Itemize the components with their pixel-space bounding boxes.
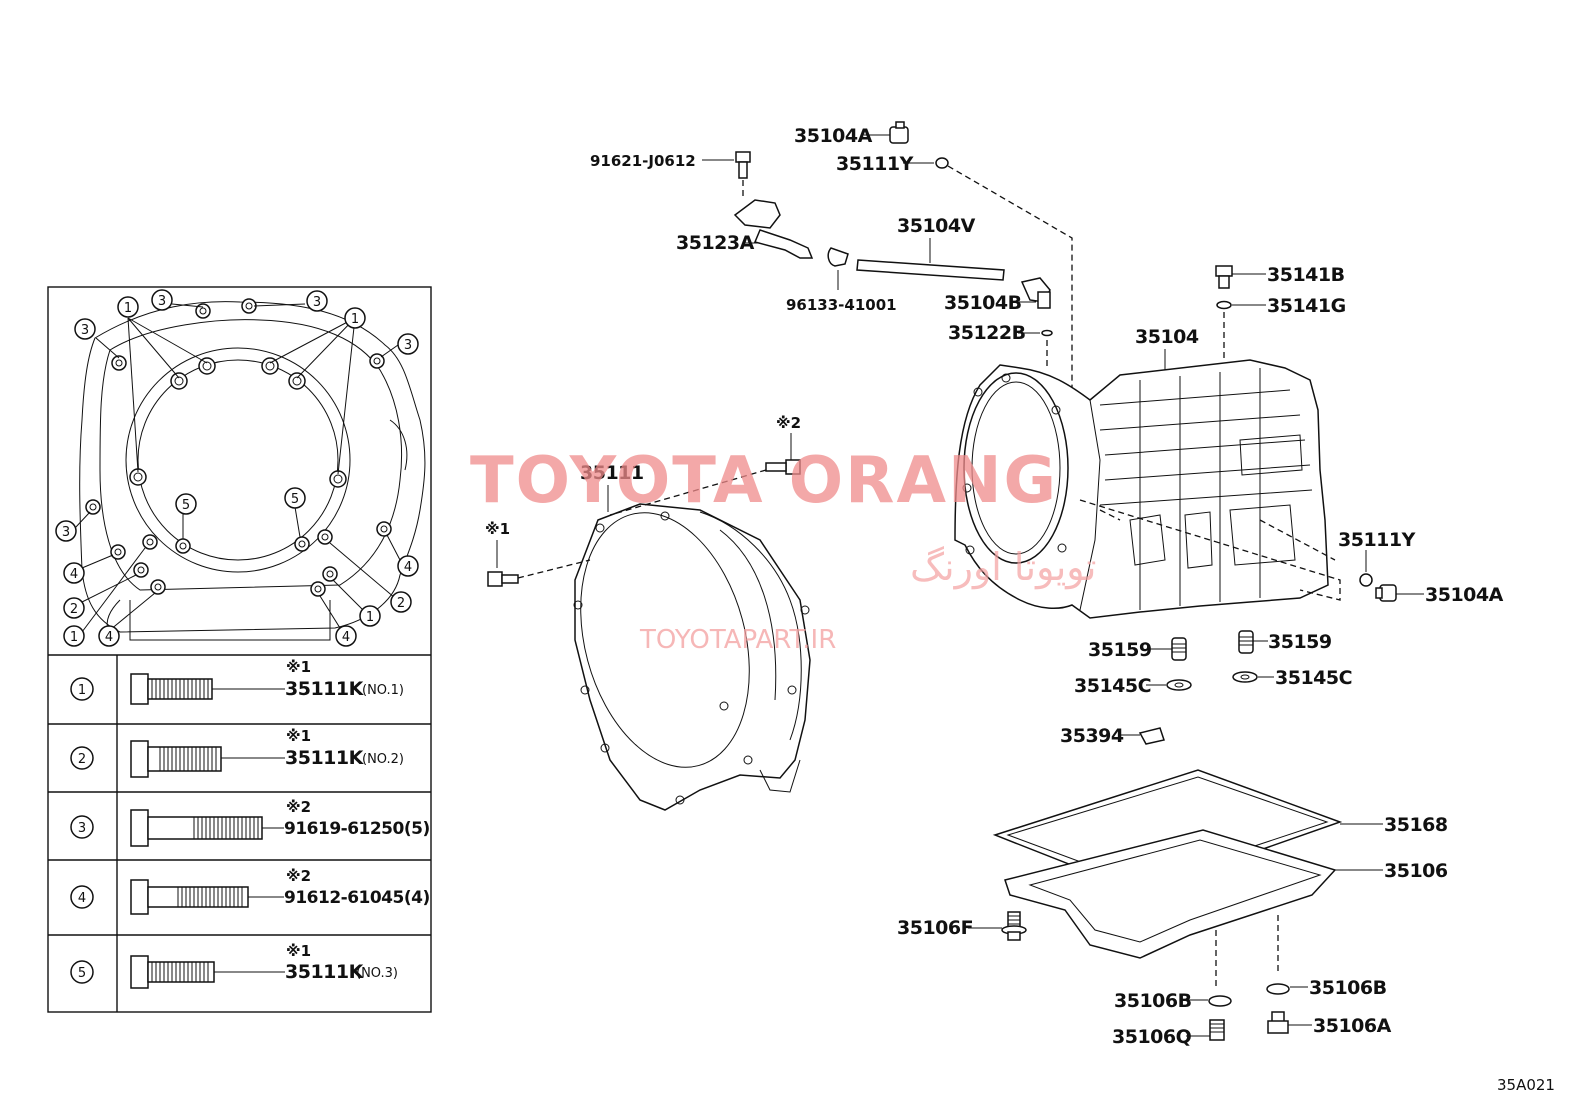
callout-35104A-top: 35104A	[794, 125, 873, 147]
callout-96133-41001: 96133-41001	[786, 296, 897, 314]
callout-35141G: 35141G	[1267, 295, 1346, 317]
callout-35106B-left: 35106B	[1114, 990, 1192, 1012]
callout-35106: 35106	[1384, 860, 1448, 882]
watermark: TOYOTA ORANG تویوتا اورنگ TOYOTAPART.IR	[470, 444, 1097, 655]
bolt-row-2: 2 ※1 35111K (NO.2)	[70, 727, 404, 778]
svg-text:4: 4	[78, 891, 86, 906]
svg-text:3: 3	[81, 323, 89, 338]
svg-text:91612-61045(4): 91612-61045(4)	[284, 888, 430, 908]
callout-35123A: 35123A	[676, 232, 755, 254]
svg-text:1: 1	[366, 610, 374, 625]
oil-cooler-fittings: 35104A 35111Y 91621-J0612 35123A 96133-4…	[590, 121, 1073, 415]
bolt-row-3: 3 ※2 91619-61250(5)	[70, 798, 430, 847]
callout-35168: 35168	[1384, 814, 1448, 836]
svg-text:(NO.2): (NO.2)	[362, 752, 404, 767]
svg-text:3: 3	[404, 338, 412, 353]
svg-text:4: 4	[404, 560, 412, 575]
callout-35111Y-top: 35111Y	[836, 153, 914, 175]
callout-35145C-right: 35145C	[1275, 667, 1352, 689]
bolt-row-1: 1 ※1 35111K (NO.1)	[70, 658, 404, 705]
svg-text:2: 2	[397, 596, 405, 611]
callout-35106B-right: 35106B	[1309, 977, 1387, 999]
callout-35104B: 35104B	[944, 292, 1022, 314]
svg-text:2: 2	[78, 752, 86, 767]
watermark-brand: TOYOTA ORANG	[470, 444, 1058, 518]
svg-text:3: 3	[78, 821, 86, 836]
callout-35159-right: 35159	[1268, 631, 1332, 653]
converter-housing: 35111 ※2 ※1	[485, 414, 811, 811]
svg-text:35111K: 35111K	[285, 961, 365, 983]
callout-35122B: 35122B	[948, 322, 1026, 344]
svg-text:35111K: 35111K	[285, 747, 365, 769]
svg-text:※2: ※2	[286, 798, 311, 816]
callout-35106F: 35106F	[897, 917, 973, 939]
svg-text:3: 3	[313, 295, 321, 310]
svg-text:1: 1	[351, 312, 359, 327]
callout-91621-J0612: 91621-J0612	[590, 152, 696, 170]
svg-text:1: 1	[78, 683, 86, 698]
svg-text:3: 3	[62, 525, 70, 540]
bolt-table: 1 ※1 35111K (NO.1) 2 ※1 35111K (NO.2)	[70, 658, 430, 989]
bolt-row-5: 5 ※1 35111K (NO.3)	[70, 942, 398, 989]
svg-text:4: 4	[342, 630, 350, 645]
svg-text:1: 1	[124, 301, 132, 316]
svg-text:35111K: 35111K	[285, 678, 365, 700]
svg-text:※1: ※1	[286, 727, 311, 745]
svg-text:5: 5	[182, 498, 190, 513]
callout-35106Q: 35106Q	[1112, 1026, 1192, 1048]
mark-1-label: ※1	[485, 520, 510, 538]
svg-text:※1: ※1	[286, 658, 311, 676]
callout-35106A: 35106A	[1313, 1015, 1392, 1037]
watermark-site: TOYOTAPART.IR	[639, 625, 836, 655]
svg-text:4: 4	[105, 630, 113, 645]
bolt-location-panel: 1 1 3 3 3 3 3 5 5 4 4 2 2 1 1 4 4	[47, 286, 432, 1013]
callout-35111Y-right: 35111Y	[1338, 529, 1416, 551]
svg-text:※1: ※1	[286, 942, 311, 960]
callout-35141B: 35141B	[1267, 264, 1345, 286]
housing-face-drawing: 1 1 3 3 3 3 3 5 5 4 4 2 2 1 1 4 4	[55, 289, 426, 647]
diagram-code: 35A021	[1497, 1076, 1555, 1094]
svg-text:※2: ※2	[286, 867, 311, 885]
mark-2-label: ※2	[776, 414, 801, 432]
svg-text:5: 5	[291, 492, 299, 507]
callout-35111: 35111	[580, 462, 644, 484]
callout-35104A-right: 35104A	[1425, 584, 1504, 606]
svg-text:5: 5	[78, 966, 86, 981]
callout-35104V: 35104V	[897, 215, 976, 237]
svg-text:(NO.3): (NO.3)	[356, 966, 398, 981]
watermark-persian: تویوتا اورنگ	[910, 545, 1097, 590]
svg-text:(NO.1): (NO.1)	[362, 683, 404, 698]
bolt-holes	[85, 298, 392, 597]
svg-text:3: 3	[158, 294, 166, 309]
callout-35394: 35394	[1060, 725, 1124, 747]
callout-35145C-left: 35145C	[1074, 675, 1151, 697]
callout-35159-left: 35159	[1088, 639, 1152, 661]
oil-pan-assembly: 35168 35106 35106F 35106B 35106B 35106Q …	[897, 769, 1448, 1048]
bolt-row-4: 4 ※2 91612-61045(4)	[70, 867, 430, 915]
diagram-callouts: 1 1 3 3 3 3 3 5 5 4 4 2 2 1 1 4 4	[55, 289, 419, 647]
svg-text:4: 4	[70, 567, 78, 582]
svg-text:91619-61250(5): 91619-61250(5)	[284, 819, 430, 839]
callout-35104: 35104	[1135, 326, 1199, 348]
svg-text:1: 1	[70, 630, 78, 645]
transmission-case: 35141B 35141G 35104 35111Y 35104A	[954, 264, 1504, 747]
svg-text:2: 2	[70, 602, 78, 617]
